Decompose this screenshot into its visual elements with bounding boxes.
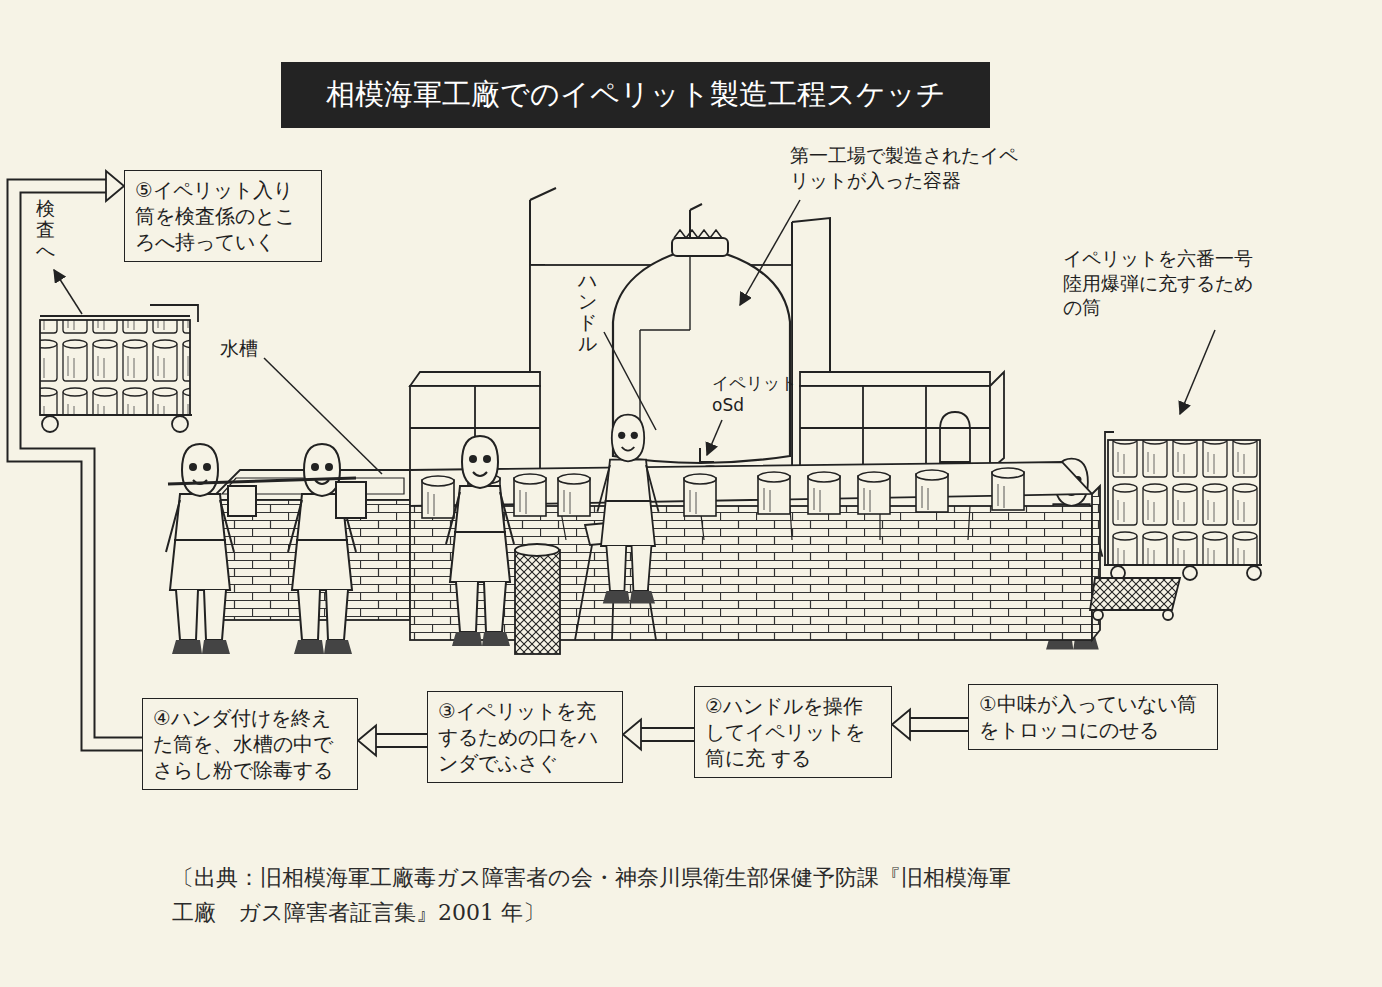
handle-leader xyxy=(604,332,656,430)
arrow-shaft-inner xyxy=(375,735,427,746)
hollow-arrow xyxy=(623,720,694,750)
inspection-label: 検査へ xyxy=(36,198,55,261)
step-text: ④ハンダ付けを終えた筒を、水槽の中でさらし粉で除毒する xyxy=(153,705,347,783)
step-text: ③イペリットを充するための口をハンダでふさぐ xyxy=(438,698,612,776)
handle-label: ハンドル xyxy=(578,270,597,354)
arrow-shaft xyxy=(375,733,427,748)
container-leader xyxy=(740,200,800,305)
arrow-head xyxy=(892,710,910,740)
container-label: 第一工場で製造されたイペリットが入った容器 xyxy=(790,143,1028,192)
cylinders-row xyxy=(422,468,1024,518)
arrow-head xyxy=(106,171,124,201)
trough-label: 水槽 xyxy=(220,336,258,361)
cylinder-label: イペリットを六番一号陸用爆弾に充するための筒 xyxy=(1063,246,1259,320)
arrow-shaft xyxy=(909,717,968,732)
spout-label: イペリット oSd xyxy=(712,372,808,416)
spout-leader xyxy=(707,420,722,455)
arrow-head xyxy=(358,726,376,756)
arrow-shaft xyxy=(14,186,142,744)
step-text: ①中味が入っていない筒をトロッコにのせる xyxy=(979,691,1207,743)
process-box: ①中味が入っていない筒をトロッコにのせる xyxy=(968,684,1218,750)
process-box: ②ハンドルを操作してイペリットを筒に充 する xyxy=(694,686,892,778)
title-band: 相模海軍工廠でのイペリット製造工程スケッチ xyxy=(281,62,990,128)
hollow-arrow xyxy=(892,710,968,740)
left-cart xyxy=(40,305,198,432)
hollow-arrow xyxy=(358,726,427,756)
arrow-shaft-inner xyxy=(14,186,142,744)
arrow-shaft-inner xyxy=(640,729,694,740)
step-text: ②ハンドルを操作してイペリットを筒に充 する xyxy=(705,693,881,771)
process-box: ③イペリットを充するための口をハンダでふさぐ xyxy=(427,691,623,783)
trough-leader xyxy=(264,358,382,474)
caption: 〔出典：旧相模海軍工廠毒ガス障害者の会・神奈川県衛生部保健予防課『旧相模海軍工廠… xyxy=(172,860,1032,930)
title-text: 相模海軍工廠でのイペリット製造工程スケッチ xyxy=(326,75,946,115)
hollow-arrow xyxy=(14,171,142,744)
cylinder-leader xyxy=(1180,330,1215,414)
yoke-and-buckets xyxy=(168,478,366,518)
back-frame xyxy=(530,188,830,560)
arrow-head xyxy=(623,720,641,750)
step-text: ⑤イペリット入り筒を検査係のところへ持っていく xyxy=(135,177,311,255)
arrow-shaft-inner xyxy=(909,719,968,730)
arrow-shaft xyxy=(640,727,694,742)
process-box: ⑤イペリット入り筒を検査係のところへ持っていく xyxy=(124,170,322,262)
right-cart xyxy=(1090,432,1262,620)
workers xyxy=(166,415,659,654)
inspection-arrow xyxy=(54,270,82,314)
process-box: ④ハンダ付けを終えた筒を、水槽の中でさらし粉で除毒する xyxy=(142,698,358,790)
